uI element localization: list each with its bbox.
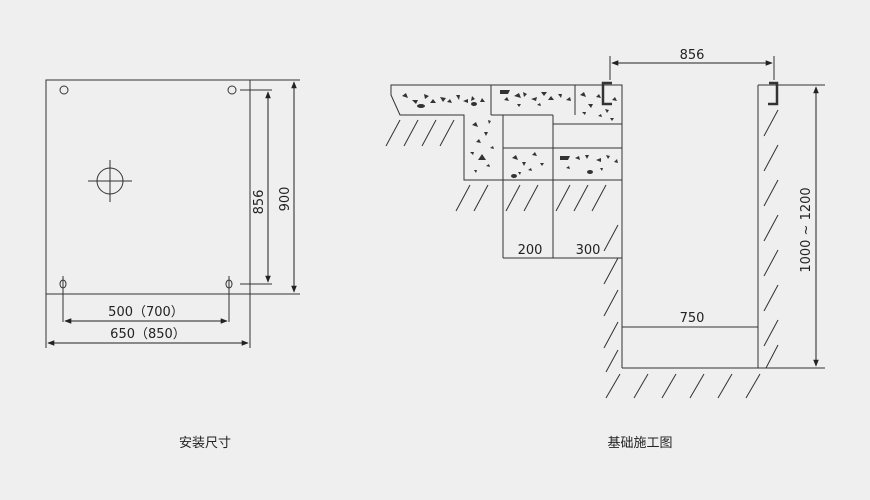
label-650-850: 650（850）	[110, 327, 186, 342]
anchor-bolt-right-icon	[225, 276, 233, 322]
foundation-caption: 基础施工图	[607, 436, 672, 451]
install-drawing	[45, 79, 300, 348]
mount-hole-tr-icon	[227, 85, 237, 95]
label-750: 750	[680, 311, 705, 326]
anchor-bolt-left-icon	[59, 276, 67, 322]
center-crosshair-icon	[88, 160, 132, 202]
label-856: 856	[252, 190, 267, 215]
foundation-dimensions: 856 200 300 750 1000 ~ 1200	[518, 48, 819, 367]
concrete-aggregate	[402, 90, 618, 178]
channel-steel-right-icon	[768, 81, 779, 106]
label-200: 200	[518, 243, 543, 258]
label-500-700: 500（700）	[108, 305, 184, 320]
install-dimensions: 856 900 500（700） 650（850）	[47, 81, 297, 346]
label-depth: 1000 ~ 1200	[799, 187, 814, 272]
label-300: 300	[576, 243, 601, 258]
mount-hole-tl-icon	[59, 85, 69, 95]
label-900: 900	[278, 187, 293, 212]
install-caption: 安装尺寸	[179, 436, 231, 451]
channel-steel-left-icon	[601, 81, 612, 106]
cabinet-outline	[45, 79, 251, 295]
ground-hatching	[385, 109, 779, 399]
foundation-drawing	[390, 56, 825, 369]
label-856-top: 856	[680, 48, 705, 63]
